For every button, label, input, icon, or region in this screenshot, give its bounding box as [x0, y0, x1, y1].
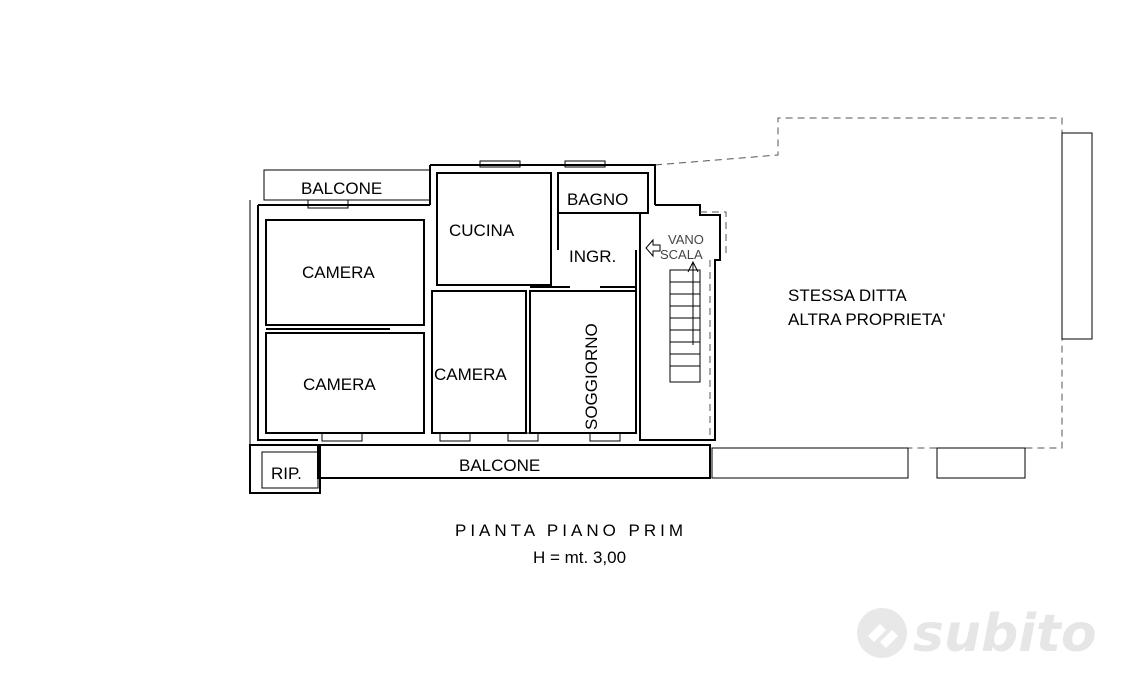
label-camera-1: CAMERA	[302, 263, 375, 282]
plan-height: H = mt. 3,00	[533, 548, 626, 567]
stair-treads	[670, 260, 700, 367]
label-vano: VANO	[668, 232, 704, 247]
label-cucina: CUCINA	[449, 221, 515, 240]
neighbor-property-outline	[654, 117, 1093, 479]
plan-title: PIANTA PIANO PRIM	[455, 521, 687, 540]
label-ingresso: INGR.	[569, 247, 616, 266]
label-scala: SCALA	[660, 247, 703, 262]
apartment-walls	[249, 160, 727, 494]
arrow-left-icon	[645, 238, 661, 258]
label-bagno: BAGNO	[567, 190, 628, 209]
label-neighbor-line2: ALTRA PROPRIETA'	[788, 310, 946, 329]
label-camera-2: CAMERA	[303, 375, 376, 394]
label-balcone-bottom: BALCONE	[459, 456, 540, 475]
subito-logo: subito	[857, 604, 1097, 664]
label-ripostiglio: RIP.	[271, 464, 302, 483]
label-balcone-top: BALCONE	[301, 179, 382, 198]
label-camera-3: CAMERA	[434, 365, 507, 384]
label-soggiorno: SOGGIORNO	[582, 323, 601, 430]
label-neighbor-line1: STESSA DITTA	[788, 286, 907, 305]
subito-logo-text: subito	[913, 604, 1097, 664]
